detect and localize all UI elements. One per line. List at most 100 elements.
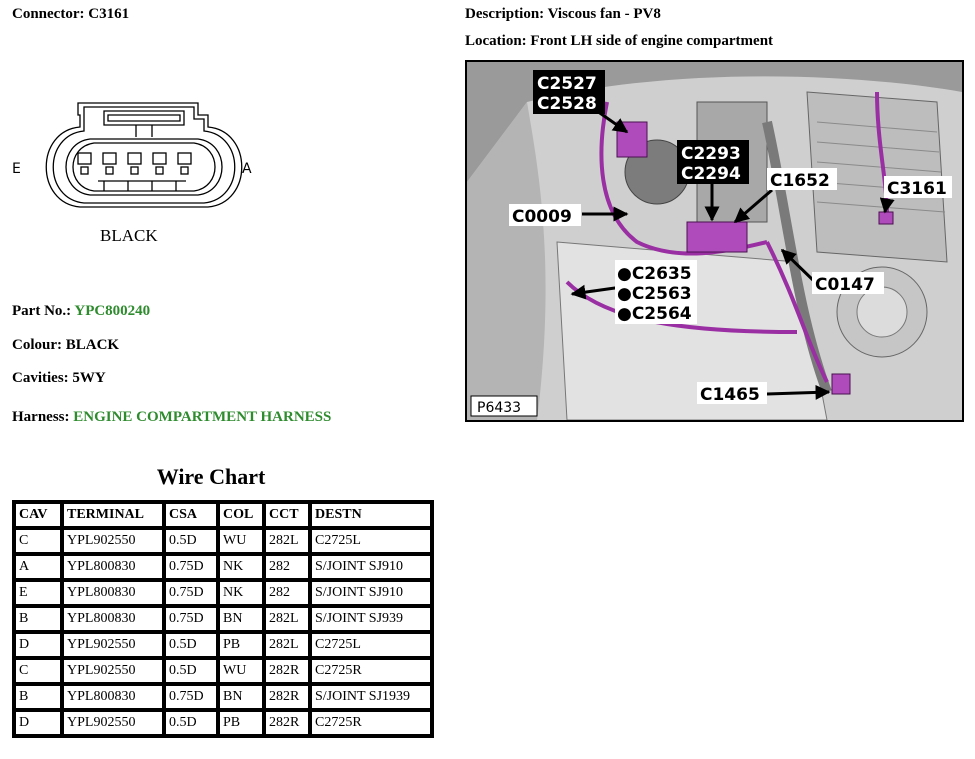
wire-chart-cell: WU — [219, 529, 263, 553]
wire-chart-cell: 0.75D — [165, 607, 217, 631]
wire-chart-cell: C2725L — [311, 633, 431, 657]
wire-chart-cell: YPL800830 — [63, 685, 163, 709]
engine-bay-illustration: C2527 C2528 C2293 C2294 C1652 C3161 C000… — [467, 62, 962, 420]
wire-chart-header-cell: TERMINAL — [63, 503, 163, 527]
wire-chart-cell: PB — [219, 633, 263, 657]
wire-chart-cell: 282 — [265, 555, 309, 579]
description-heading: Description: Viscous fan - PV8 — [465, 6, 661, 23]
wire-chart-cell: YPL902550 — [63, 529, 163, 553]
wire-chart-cell: 0.75D — [165, 581, 217, 605]
wire-chart-cell: 282L — [265, 633, 309, 657]
colour-label: Colour: — [12, 337, 62, 353]
wire-chart-cell: 282L — [265, 529, 309, 553]
wire-chart-cell: B — [15, 607, 61, 631]
wire-chart-cell: NK — [219, 555, 263, 579]
wire-chart-cell: C2725R — [311, 711, 431, 735]
wire-chart-cell: BN — [219, 685, 263, 709]
harness-row: Harness: ENGINE COMPARTMENT HARNESS — [12, 409, 331, 426]
pin-e-label: E — [12, 161, 21, 177]
drawing-colour-label: BLACK — [100, 226, 158, 245]
wire-chart-header-cell: CCT — [265, 503, 309, 527]
wire-chart-cell: A — [15, 555, 61, 579]
cavities-label: Cavities: — [12, 370, 69, 386]
cavities-row: Cavities: 5WY — [12, 370, 106, 387]
description-label: Description: — [465, 6, 545, 22]
colour-row: Colour: BLACK — [12, 337, 119, 354]
callout-c2294: C2294 — [681, 164, 741, 184]
connector-id: C3161 — [88, 6, 130, 22]
wire-chart-title: Wire Chart — [156, 464, 266, 489]
description-value: Viscous fan - PV8 — [547, 6, 661, 22]
wire-chart-cell: D — [15, 633, 61, 657]
callout-c1465: C1465 — [700, 385, 760, 405]
wire-chart-cell: 282L — [265, 607, 309, 631]
wire-chart-cell: C — [15, 659, 61, 683]
connector-heading: Connector: C3161 — [12, 6, 129, 23]
wire-chart-cell: 0.5D — [165, 711, 217, 735]
wire-chart-cell: YPL800830 — [63, 581, 163, 605]
callout-c2293: C2293 — [681, 144, 741, 164]
wire-chart-cell: 0.5D — [165, 529, 217, 553]
wire-chart-cell: E — [15, 581, 61, 605]
callout-c2527: C2527 — [537, 74, 597, 94]
wire-chart-cell: NK — [219, 581, 263, 605]
colour-value: BLACK — [65, 337, 120, 353]
wire-chart-cell: YPL902550 — [63, 659, 163, 683]
wire-chart-cell: WU — [219, 659, 263, 683]
wire-chart-cell: YPL800830 — [63, 555, 163, 579]
location-illustration: C2527 C2528 C2293 C2294 C1652 C3161 C000… — [465, 60, 964, 422]
callout-c0009: C0009 — [512, 207, 572, 227]
location-value: Front LH side of engine compartment — [530, 33, 774, 49]
wire-chart-cell: 0.5D — [165, 633, 217, 657]
wire-chart-cell: S/JOINT SJ910 — [311, 581, 431, 605]
callout-c1652: C1652 — [770, 171, 830, 191]
wire-chart-cell: PB — [219, 711, 263, 735]
pin-a-label: A — [242, 161, 252, 177]
callout-c2528: C2528 — [537, 94, 597, 114]
callout-c2563: ●C2563 — [617, 284, 692, 304]
wire-chart-cell: BN — [219, 607, 263, 631]
callout-c3161: C3161 — [887, 179, 947, 199]
cavities-value: 5WY — [72, 370, 106, 386]
wire-chart-cell: 0.75D — [165, 555, 217, 579]
wire-chart-cell: YPL902550 — [63, 633, 163, 657]
wire-chart-cell: YPL800830 — [63, 607, 163, 631]
wire-chart-header-cell: CAV — [15, 503, 61, 527]
photo-reference: P6433 — [477, 400, 521, 416]
location-label: Location: — [465, 33, 527, 49]
connector-label: Connector: — [12, 6, 85, 22]
wire-chart-cell: 0.5D — [165, 659, 217, 683]
wire-chart-cell: S/JOINT SJ939 — [311, 607, 431, 631]
wire-chart-cell: 282 — [265, 581, 309, 605]
wire-chart-header-cell: DESTN — [311, 503, 431, 527]
wire-chart-cell: C — [15, 529, 61, 553]
part-no-label: Part No.: — [12, 303, 72, 319]
part-no-value: YPC800240 — [74, 303, 151, 319]
location-heading: Location: Front LH side of engine compar… — [465, 33, 773, 50]
wire-chart-cell: C2725R — [311, 659, 431, 683]
wire-chart-cell: S/JOINT SJ1939 — [311, 685, 431, 709]
wire-chart-cell: D — [15, 711, 61, 735]
wire-chart-cell: 282R — [265, 711, 309, 735]
wire-chart-cell: C2725L — [311, 529, 431, 553]
connector-face-drawing: E A BLACK — [12, 102, 252, 245]
harness-label: Harness: — [12, 409, 70, 425]
harness-value: ENGINE COMPARTMENT HARNESS — [73, 409, 332, 425]
part-no-row: Part No.: YPC800240 — [12, 303, 150, 320]
callout-c0147: C0147 — [815, 275, 875, 295]
wire-chart-cell: 0.75D — [165, 685, 217, 709]
wire-chart-cell: S/JOINT SJ910 — [311, 555, 431, 579]
wire-chart-cell: 282R — [265, 685, 309, 709]
wire-chart-cell: YPL902550 — [63, 711, 163, 735]
wire-chart-header-cell: CSA — [165, 503, 217, 527]
